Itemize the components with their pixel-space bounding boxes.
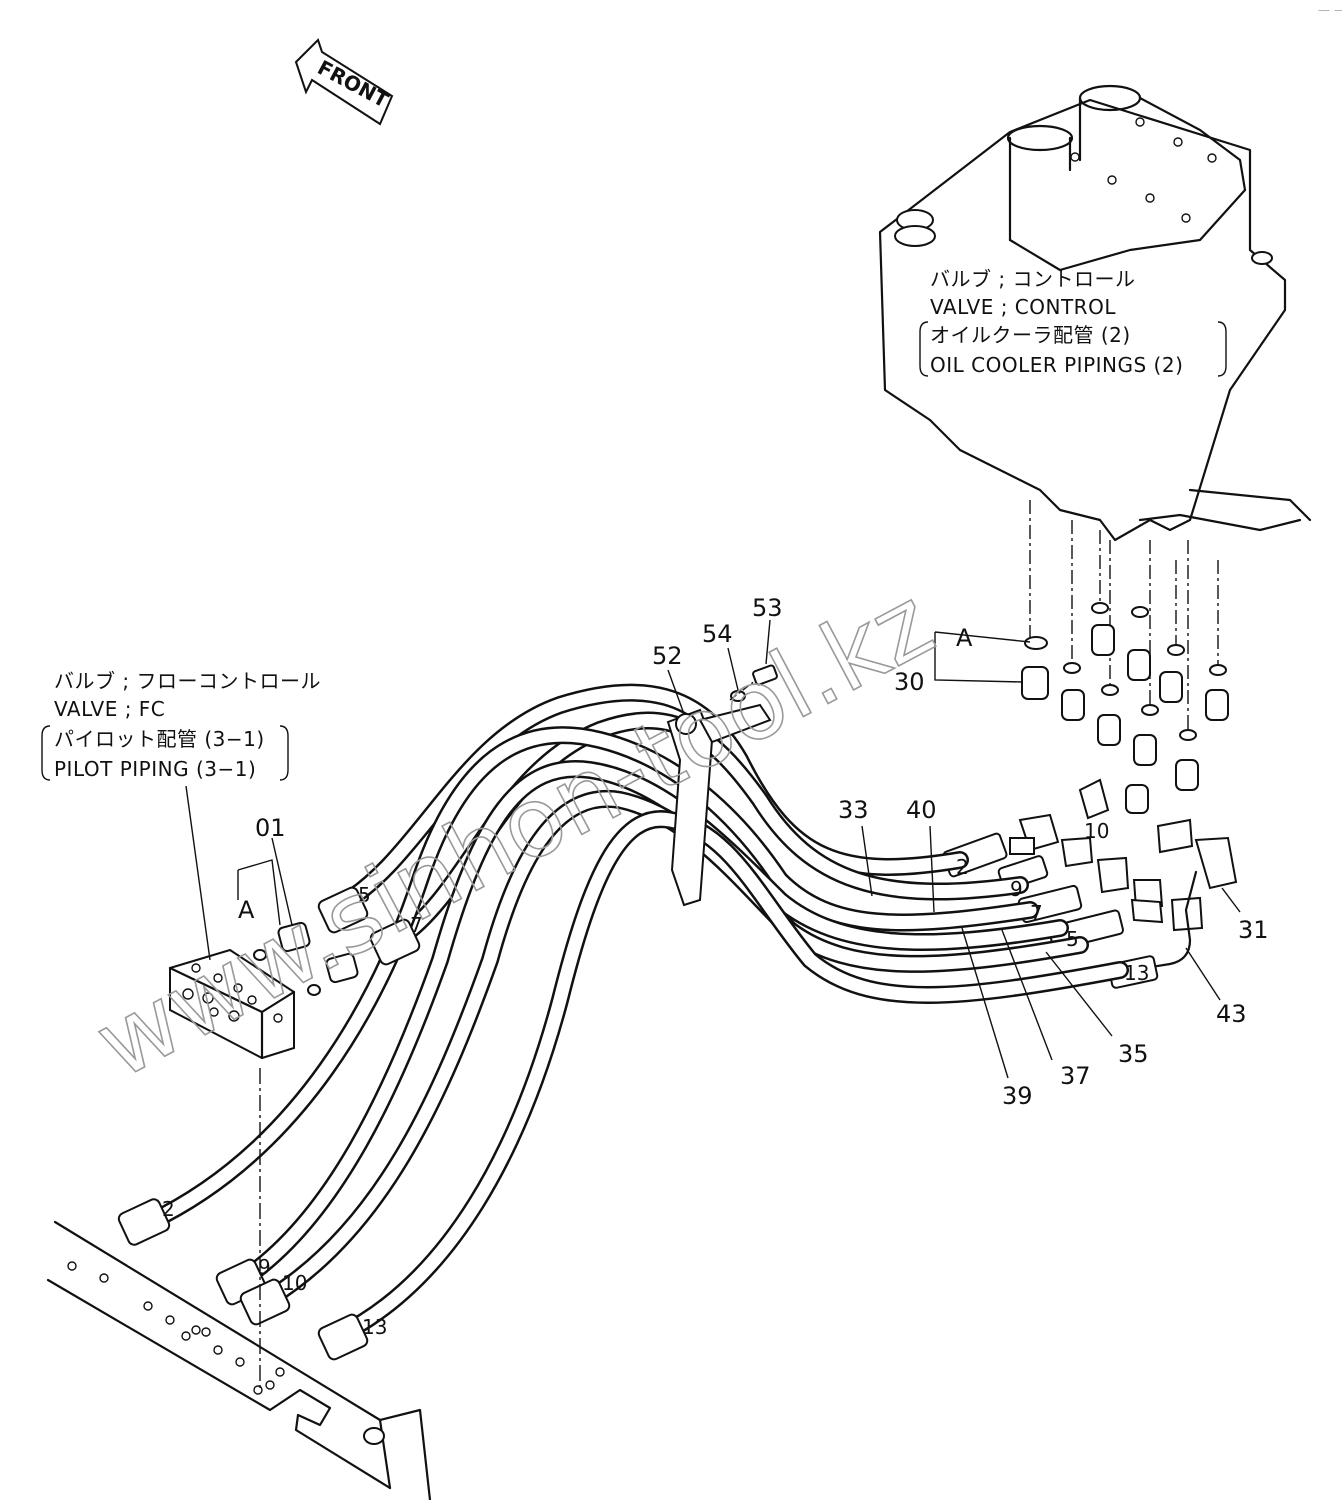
callout-a-left: A: [238, 896, 255, 924]
control-valve-note-line1: バルブ ; コントロール: [930, 267, 1135, 291]
callout-01: 01: [255, 814, 286, 842]
callout-54: 54: [702, 620, 733, 648]
fc-valve-note-line3: パイロット配管 (3−1): [54, 727, 265, 751]
mounting-bracket: [46, 1068, 432, 1500]
callouts: 01 A A 30 31 33 35 37 39 40 43 52 53 54: [238, 594, 1269, 1110]
callout-39: 39: [1002, 1082, 1033, 1110]
watermark: www.sinhon-tool.kz: [78, 566, 950, 1101]
control-valve-note-line4: OIL COOLER PIPINGS (2): [930, 353, 1183, 377]
hose-mark-10-left: 10: [282, 1271, 307, 1295]
adapters-right: [1021, 624, 1229, 814]
fc-valve-note-line4: PILOT PIPING (3−1): [54, 757, 256, 781]
callout-33: 33: [838, 796, 869, 824]
hose-marks: 2 9 10 13 5 7 2 9 7 5 13 10: [162, 819, 1149, 1339]
leader-lines: [271, 619, 1241, 1079]
callout-a-right: A: [956, 624, 973, 652]
fc-valve-note: バルブ ; フローコントロール VALVE ; FC パイロット配管 (3−1)…: [41, 669, 321, 961]
fc-valve-block: [168, 948, 296, 1060]
hose-mark-5-mid: 5: [358, 883, 371, 907]
callout-31: 31: [1238, 916, 1269, 944]
hose-mark-2-left: 2: [162, 1197, 175, 1221]
clamp-assembly: [666, 664, 778, 907]
hose-mark-9-left: 9: [258, 1255, 271, 1279]
callout-35: 35: [1118, 1040, 1149, 1068]
callout-40: 40: [906, 796, 937, 824]
valve-port-lines: [1029, 500, 1219, 740]
control-valve-note-line3: オイルクーラ配管 (2): [930, 323, 1131, 347]
hose-mark-13-right: 13: [1124, 961, 1149, 985]
control-valve-note-line2: VALVE ; CONTROL: [930, 295, 1116, 319]
fc-valve-note-line1: バルブ ; フローコントロール: [54, 669, 321, 693]
front-arrow-icon: FRONT: [294, 38, 394, 126]
hose-mark-10-right: 10: [1084, 819, 1109, 843]
control-valve-body: [878, 84, 1312, 542]
callout-53: 53: [752, 594, 783, 622]
hose-mark-7-right: 7: [1030, 901, 1043, 925]
control-valve-note: バルブ ; コントロール VALVE ; CONTROL オイルクーラ配管 (2…: [919, 267, 1227, 377]
hose-mark-9-right: 9: [1010, 877, 1023, 901]
callout-37: 37: [1060, 1062, 1091, 1090]
hoses: [141, 683, 1129, 1344]
hose-mark-2-right: 2: [956, 855, 969, 879]
hose-mark-5-right: 5: [1066, 927, 1079, 951]
callout-52: 52: [652, 642, 683, 670]
hose-mark-7-mid: 7: [410, 913, 423, 937]
callout-43: 43: [1216, 1000, 1247, 1028]
hose-mark-13-left: 13: [362, 1315, 387, 1339]
fc-side-adapters: [237, 859, 359, 996]
fc-valve-note-line2: VALVE ; FC: [54, 697, 165, 721]
elbows-right: [1009, 778, 1238, 932]
corner-mark: — —: [1318, 3, 1342, 17]
callout-30: 30: [894, 668, 925, 696]
left-hose-fittings: [117, 886, 421, 1361]
o-rings-right: [1024, 602, 1227, 741]
